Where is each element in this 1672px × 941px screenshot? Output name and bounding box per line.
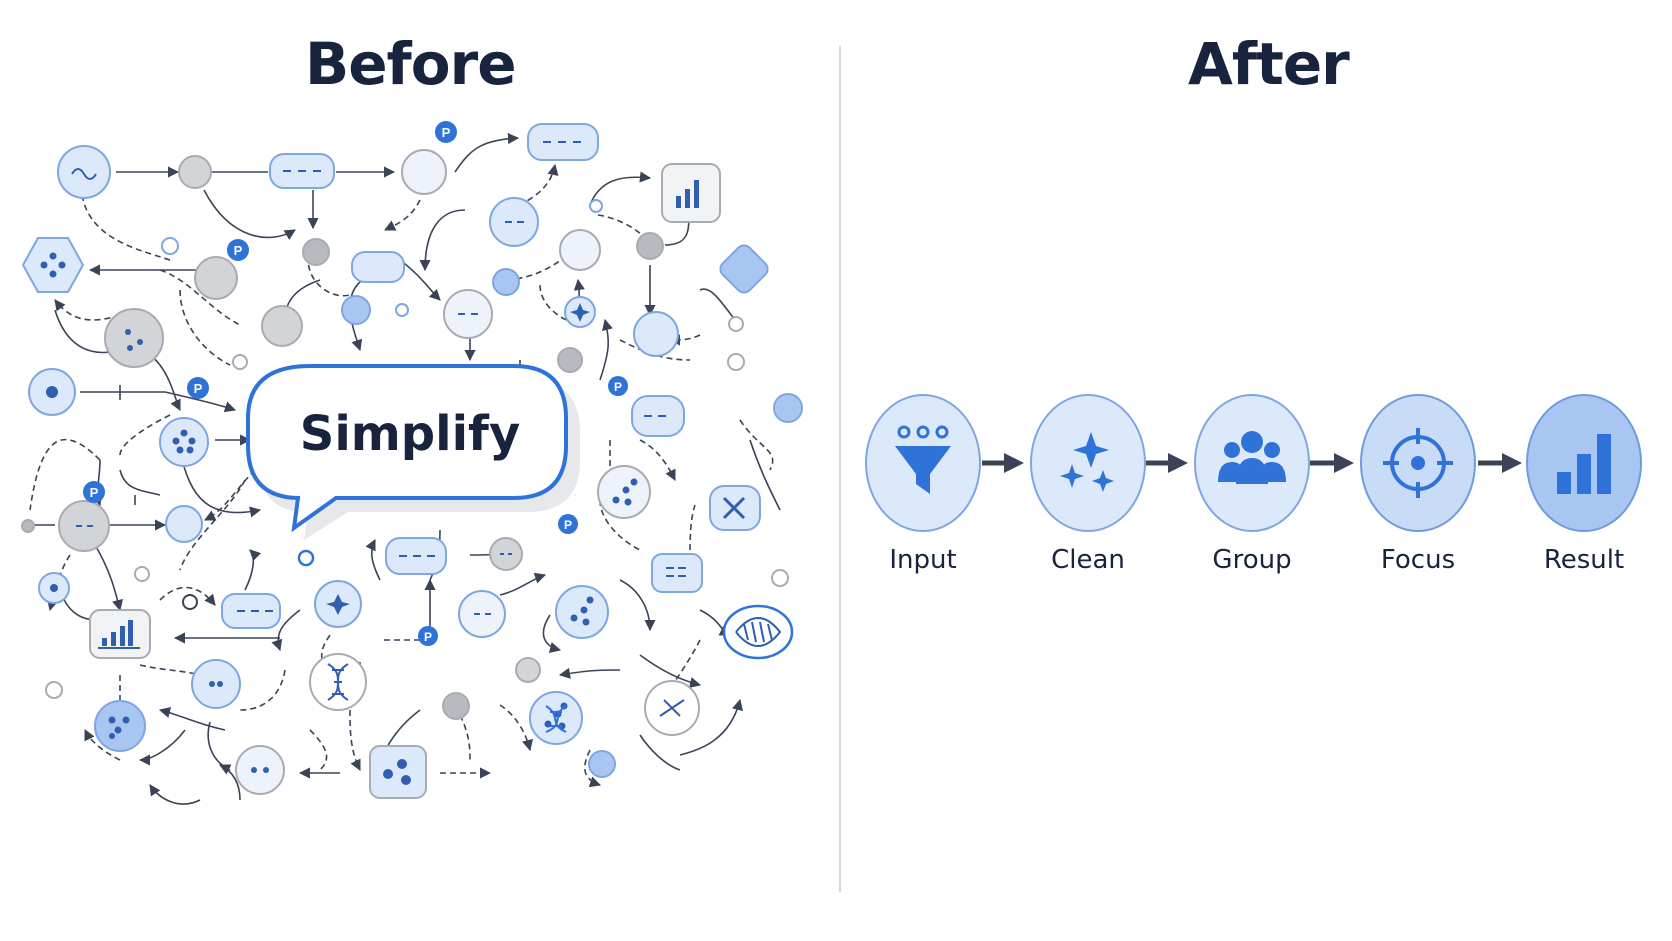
target-icon (1383, 428, 1453, 498)
node (489, 197, 539, 247)
node (161, 237, 179, 255)
node (633, 311, 679, 357)
node (727, 353, 745, 371)
node (351, 251, 405, 283)
node (529, 691, 583, 745)
sparkle-icon (1060, 432, 1114, 492)
panel-divider (839, 46, 841, 892)
funnel-icon (895, 425, 951, 494)
dots-icon (40, 252, 66, 278)
dna-icon (545, 705, 567, 733)
node (297, 549, 315, 567)
tangled-network: P P P P P P P Simplify (21, 121, 803, 805)
p-pin-7: P (418, 626, 438, 646)
flower-icon (326, 594, 350, 615)
after-title: After (1188, 30, 1350, 98)
node (165, 505, 203, 543)
p-pins: P P P P P P P (83, 121, 628, 646)
node (442, 692, 470, 720)
node (182, 594, 198, 610)
step-label: Clean (1051, 545, 1125, 575)
svg-text:P: P (614, 380, 622, 394)
people-icon (1218, 431, 1286, 484)
node (261, 305, 303, 347)
node (232, 354, 248, 370)
step-label: Focus (1381, 545, 1455, 575)
simplified-pipeline: Input Clean Group (865, 394, 1642, 575)
svg-text:P: P (90, 485, 99, 500)
node (21, 519, 35, 533)
wave-icon (71, 168, 97, 180)
p-pin-4: P (608, 376, 628, 396)
node (773, 393, 803, 423)
node (395, 303, 409, 317)
node (94, 700, 146, 752)
pipeline-step-result: Result (1526, 394, 1642, 575)
svg-text:P: P (564, 518, 572, 532)
simplify-label: Simplify (300, 406, 520, 462)
node (401, 149, 447, 195)
bar-chart-icon (1557, 434, 1611, 494)
pipeline-step-group: Group (1194, 394, 1310, 575)
node (369, 745, 427, 799)
dna-icon (327, 663, 349, 701)
star-icon (570, 303, 590, 322)
svg-text:P: P (194, 381, 203, 396)
step-label: Input (889, 545, 956, 575)
node (159, 417, 209, 467)
node (515, 657, 541, 683)
share-icon (383, 759, 411, 785)
node (589, 199, 603, 213)
node (134, 566, 150, 582)
node (194, 256, 238, 300)
mitochondria-icon (735, 617, 782, 647)
node (489, 537, 523, 571)
svg-text:P: P (234, 243, 243, 258)
svg-text:P: P (424, 630, 432, 644)
node (771, 569, 789, 587)
pipeline-step-focus: Focus (1360, 394, 1476, 575)
p-pin-1: P (435, 121, 457, 143)
node (191, 659, 241, 709)
node (557, 347, 583, 373)
bar-chart-icon (676, 180, 699, 208)
node (104, 308, 164, 368)
p-pin-6: P (558, 514, 578, 534)
step-label: Result (1544, 545, 1624, 575)
pipeline-step-clean: Clean (1030, 394, 1146, 575)
node-glyphs (40, 141, 782, 785)
node (458, 590, 506, 638)
p-pin-2: P (227, 239, 249, 261)
node (559, 229, 601, 271)
node (722, 604, 794, 660)
bar-chart-icon (98, 620, 140, 649)
p-pin-3: P (187, 377, 209, 399)
node (341, 295, 371, 325)
node (651, 553, 703, 593)
node (235, 745, 285, 795)
node (45, 681, 63, 699)
node (636, 232, 664, 260)
svg-text:P: P (442, 125, 451, 140)
node (728, 316, 744, 332)
node (719, 244, 769, 294)
node (58, 500, 110, 552)
molecule-icon (659, 699, 685, 717)
node (588, 750, 616, 778)
p-pin-5: P (83, 481, 105, 503)
node (492, 268, 520, 296)
node (57, 145, 111, 199)
node (21, 237, 85, 293)
node (178, 155, 212, 189)
pipeline-step-input: Input (865, 394, 981, 575)
link-icon (722, 496, 746, 520)
simplify-bubble: Simplify (246, 364, 580, 540)
node (661, 163, 721, 223)
node (302, 238, 330, 266)
node (443, 289, 493, 339)
step-label: Group (1212, 545, 1291, 575)
before-title: Before (305, 30, 517, 98)
